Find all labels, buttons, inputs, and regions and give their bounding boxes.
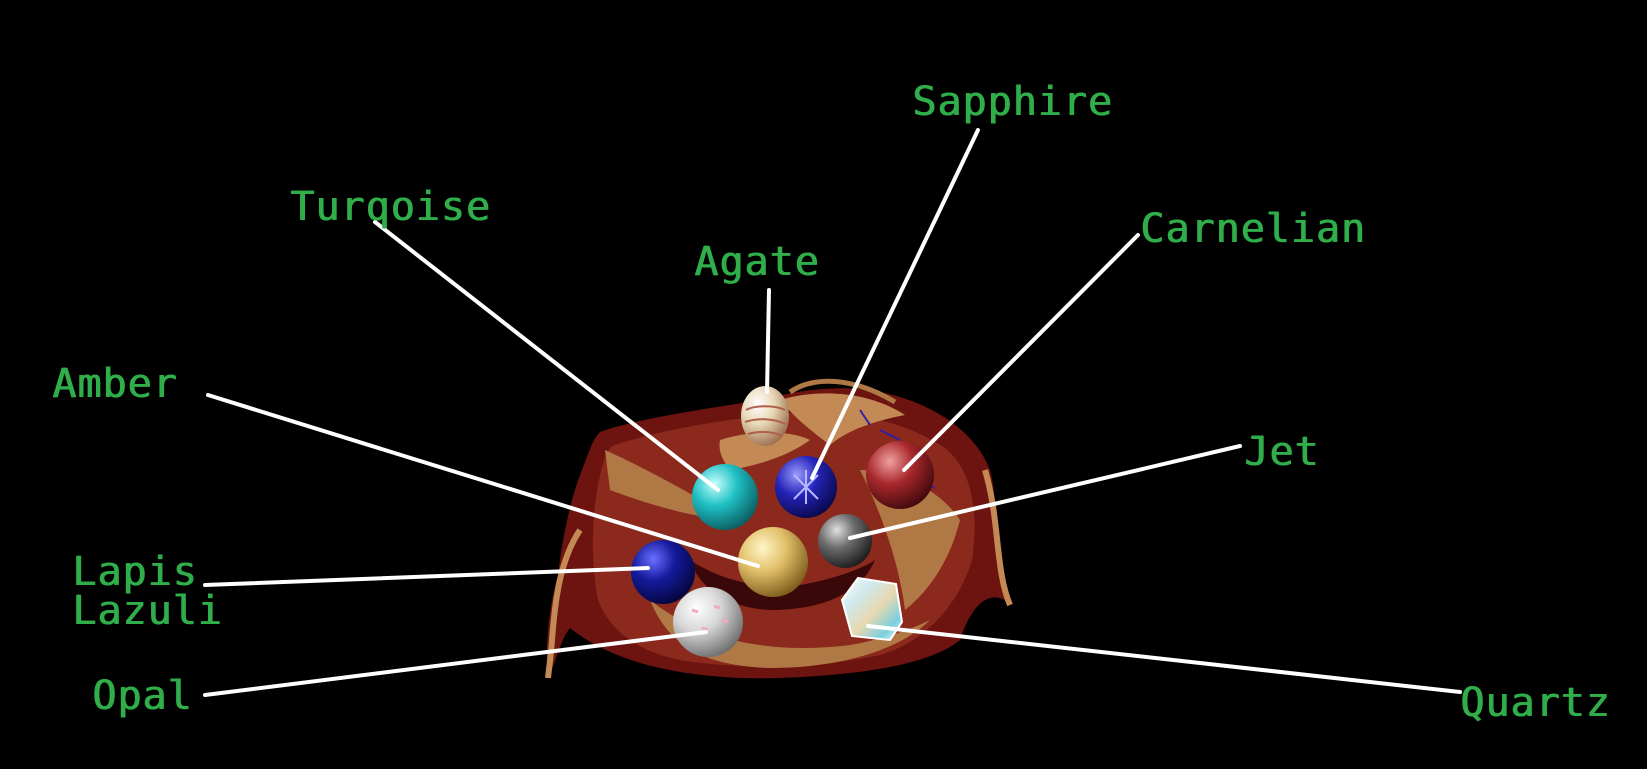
sapphire-star — [793, 470, 819, 504]
pouch-drawstring — [545, 528, 583, 679]
quartz-leader — [866, 624, 1462, 694]
carnelian-leader — [902, 233, 1140, 472]
jet-leader — [848, 444, 1242, 540]
pouch-drawstring — [982, 469, 1013, 607]
leader-lines — [203, 128, 1462, 697]
lapis-lazuli-leader — [203, 566, 650, 587]
sapphire-label: Sapphire — [912, 79, 1113, 125]
agate-bands — [744, 405, 787, 437]
amber-gem — [738, 527, 808, 597]
pouch-fold — [719, 432, 810, 470]
turquoise-label: Turqoise — [290, 184, 491, 230]
quartz-gem — [840, 576, 904, 642]
agate-leader — [765, 288, 771, 394]
opal-gem — [673, 587, 743, 657]
turquoise-gem — [692, 464, 758, 530]
agate-label: Agate — [694, 239, 820, 285]
pouch-drawstring — [788, 378, 897, 405]
opal-label: Opal — [92, 673, 193, 719]
turquoise-leader — [373, 220, 720, 492]
gems — [631, 386, 934, 657]
amber-leader — [206, 393, 760, 568]
amber-label: Amber — [52, 361, 178, 407]
sapphire-leader — [810, 128, 980, 480]
lapis-lazuli-label-line1: Lapis — [72, 549, 198, 595]
lapis-lazuli-gem — [631, 540, 695, 604]
opal-leader — [203, 630, 708, 697]
carnelian-label: Carnelian — [1140, 206, 1366, 252]
jet-label: Jet — [1244, 429, 1320, 475]
opal-sparkle — [691, 604, 729, 632]
pouch-fold — [780, 393, 905, 445]
agate-gem — [741, 386, 789, 446]
jet-gem — [818, 514, 872, 568]
lapis-lazuli-label-line2: Lazuli — [72, 588, 223, 634]
pouch-shadow — [690, 560, 875, 610]
quartz-label: Quartz — [1460, 680, 1611, 726]
